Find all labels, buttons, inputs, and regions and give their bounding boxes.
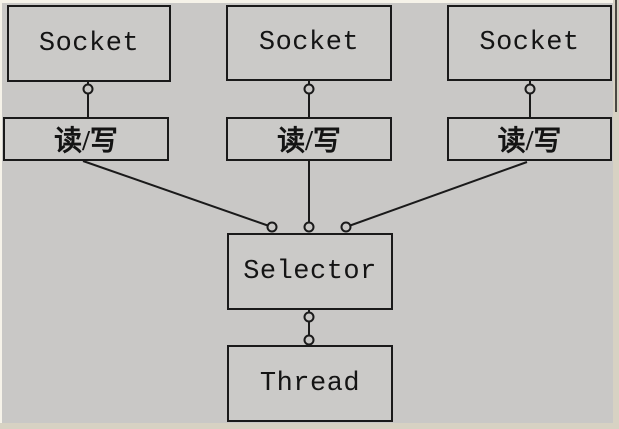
frame-border-bottom [0,423,619,429]
frame-border-left [0,0,2,429]
read-write-node-3: 读/写 [447,117,612,161]
connector-line-rw3-selector [345,161,528,228]
selector-node: Selector [227,233,393,310]
connector-dot-socket2 [303,83,315,95]
selector-node-label: Selector [243,256,377,287]
thread-node-label: Thread [259,368,361,399]
connector-dot-socket3 [524,83,536,95]
thread-node: Thread [227,345,393,422]
read-write-node-1: 读/写 [3,117,169,161]
frame-border-notch [615,0,617,112]
connector-dot-selector-right [340,221,352,233]
connector-line-rw1-selector [82,160,273,228]
read-write-node-3-label: 读/写 [497,126,562,157]
read-write-node-2-label: 读/写 [277,126,341,157]
connector-dot-selector-center [303,221,315,233]
socket-node-1-label: Socket [38,28,140,59]
frame-border-top [0,0,619,3]
connector-dot-socket1 [82,83,94,95]
socket-node-1: Socket [7,5,171,82]
connector-dot-thread-top [303,334,315,346]
frame-border-right [613,0,619,429]
connector-dot-selector-left [266,221,278,233]
read-write-node-2: 读/写 [226,117,392,161]
connector-dot-selector-bottom [303,311,315,323]
socket-node-2: Socket [226,5,392,81]
socket-node-2-label: Socket [258,28,360,58]
read-write-node-1-label: 读/写 [54,126,118,157]
socket-node-3-label: Socket [479,28,580,58]
socket-node-3: Socket [447,5,612,81]
